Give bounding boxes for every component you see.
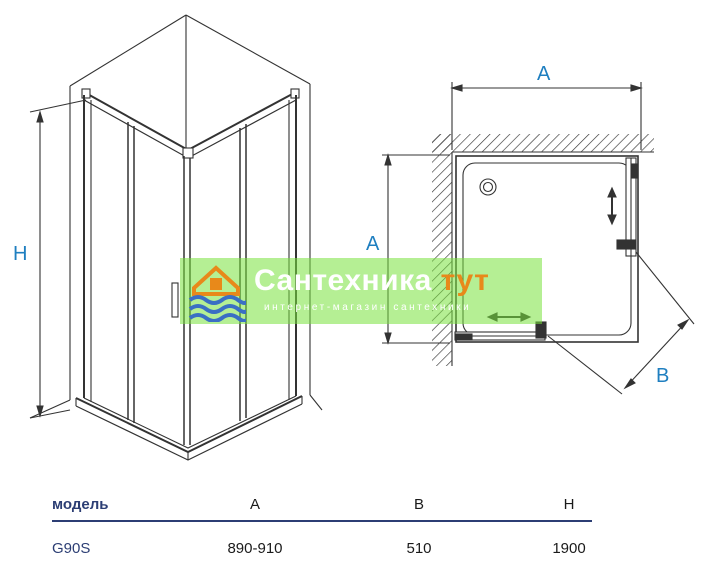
table-header: модель A B H — [52, 492, 592, 522]
watermark-title-accent: тут — [440, 264, 490, 297]
watermark: Сантехника тут интернет-магазин сантехни… — [180, 258, 542, 324]
depth-label: A — [366, 233, 380, 255]
diagonal-label: B — [656, 365, 669, 387]
header-model: модель — [52, 496, 109, 513]
watermark-title: Сантехника тут — [254, 264, 489, 298]
plan-view — [382, 82, 695, 395]
cell-model: G90S — [52, 540, 91, 557]
width-label: A — [537, 63, 551, 85]
table-row: G90S 890-910 510 1900 — [52, 540, 586, 557]
perspective-view — [29, 14, 323, 461]
house-water-logo-icon — [188, 265, 246, 322]
watermark-subtitle: интернет-магазин сантехники — [264, 302, 472, 313]
spec-table: модель A B H G90S 890-910 510 1900 — [52, 492, 592, 568]
watermark-title-main: Сантехника — [254, 264, 432, 297]
height-label: H — [13, 243, 27, 265]
